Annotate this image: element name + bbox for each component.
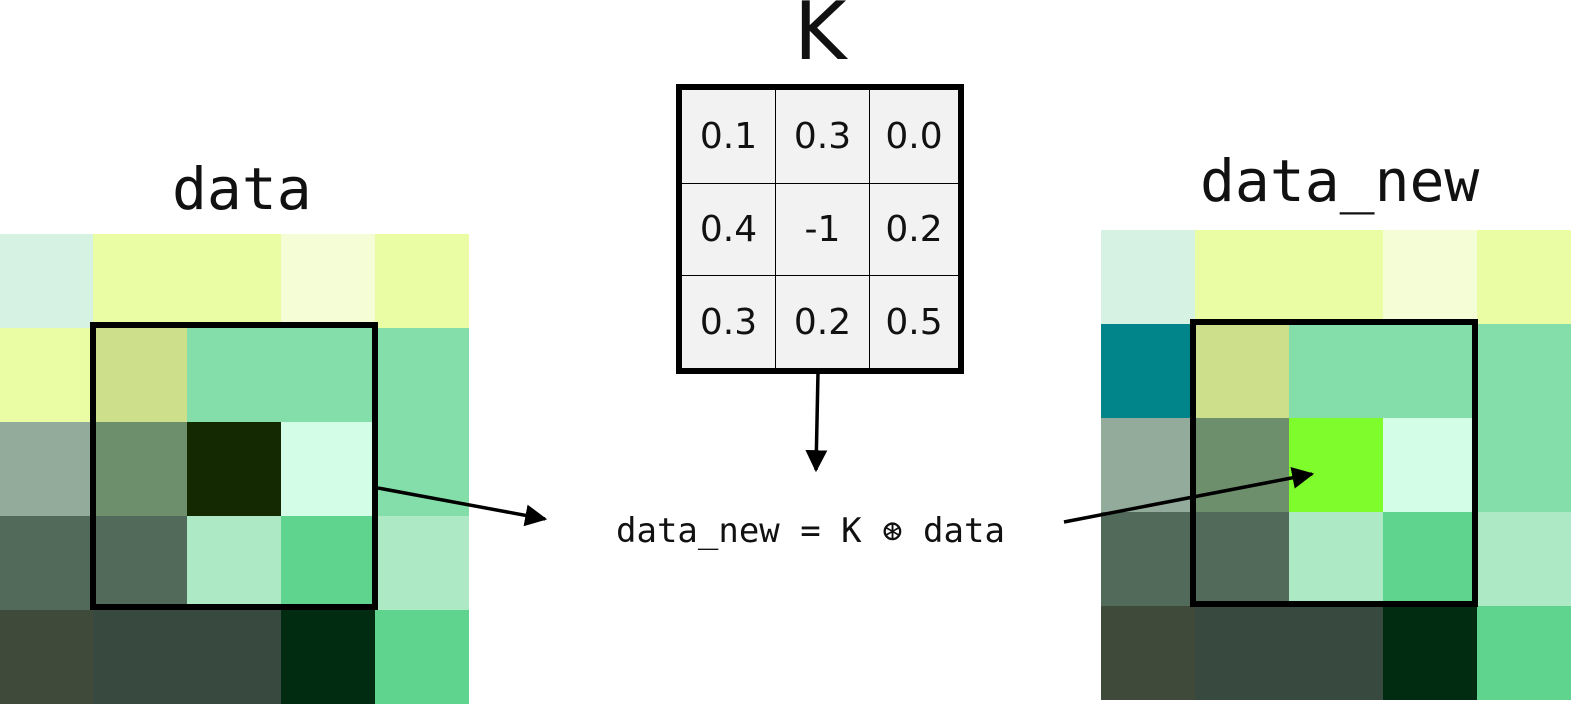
grid-cell	[1101, 418, 1195, 512]
arrow-data-to-equation	[377, 486, 548, 527]
convolution-equation: data_new = K ⊛ data	[616, 511, 1005, 551]
grid-cell	[1477, 418, 1571, 512]
grid-cell	[1383, 230, 1477, 324]
grid-cell	[1477, 606, 1571, 700]
grid-cell	[1289, 230, 1383, 324]
grid-cell	[1101, 512, 1195, 606]
arrow-equation-to-data-new	[1063, 466, 1315, 524]
data-new-grid	[1101, 230, 1571, 700]
grid-cell	[281, 516, 375, 610]
grid-cell	[93, 422, 187, 516]
grid-cell	[1195, 230, 1289, 324]
grid-cell	[375, 328, 469, 422]
grid-cell	[1289, 324, 1383, 418]
grid-cell	[1289, 418, 1383, 512]
grid-cell	[0, 516, 93, 610]
grid-cell	[1195, 324, 1289, 418]
grid-cell	[93, 328, 187, 422]
data-grid-title: data	[172, 155, 312, 223]
data-grid	[0, 234, 469, 704]
kernel-cell: 0.2	[870, 184, 958, 276]
kernel-cell: 0.2	[776, 276, 870, 368]
grid-cell	[0, 328, 93, 422]
kernel-cell: 0.4	[682, 184, 776, 276]
grid-cell	[1383, 324, 1477, 418]
grid-cell	[187, 234, 281, 328]
grid-cell	[281, 610, 375, 704]
grid-cell	[375, 610, 469, 704]
grid-cell	[0, 422, 93, 516]
kernel-matrix: 0.1 0.3 0.0 0.4 -1 0.2 0.3 0.2 0.5	[676, 84, 964, 374]
grid-cell	[1477, 512, 1571, 606]
grid-cell	[187, 516, 281, 610]
grid-cell	[375, 516, 469, 610]
grid-cell	[93, 516, 187, 610]
kernel-cell: 0.5	[885, 301, 943, 343]
grid-cell	[187, 610, 281, 704]
grid-cell	[281, 234, 375, 328]
grid-cell	[187, 422, 281, 516]
kernel-cell: -1	[776, 184, 870, 276]
grid-cell	[1289, 606, 1383, 700]
grid-cell	[0, 610, 93, 704]
grid-cell	[1101, 230, 1195, 324]
grid-cell	[1195, 606, 1289, 700]
grid-cell	[1195, 512, 1289, 606]
data-new-kernel-window	[1190, 319, 1478, 607]
grid-cell	[1101, 606, 1195, 700]
grid-cell	[0, 234, 93, 328]
grid-cell	[1101, 324, 1195, 418]
grid-cell	[1289, 512, 1383, 606]
grid-cell	[93, 610, 187, 704]
kernel-cell: 0.3	[776, 90, 870, 184]
grid-cell	[375, 234, 469, 328]
kernel-cell: 0.1	[682, 90, 776, 184]
grid-cell	[1383, 418, 1477, 512]
data-new-grid-title: data_new	[1200, 147, 1480, 215]
grid-cell	[281, 422, 375, 516]
data-kernel-window	[90, 322, 378, 610]
grid-cell	[187, 328, 281, 422]
grid-cell	[1383, 512, 1477, 606]
kernel-title: K	[794, 0, 847, 78]
grid-cell	[1477, 230, 1571, 324]
kernel-cell: 0.0	[870, 90, 958, 184]
grid-cell	[1477, 324, 1571, 418]
grid-cell	[281, 328, 375, 422]
kernel-cell: 0.3	[682, 276, 776, 368]
grid-cell	[1195, 418, 1289, 512]
arrow-kernel-to-equation	[805, 371, 828, 473]
grid-cell	[1383, 606, 1477, 700]
grid-cell	[93, 234, 187, 328]
